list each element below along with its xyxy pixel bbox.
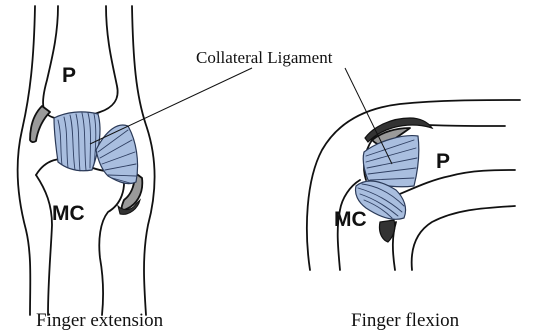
caption-finger-extension: Finger extension: [36, 310, 164, 331]
extension-mc-bone-left: [36, 175, 52, 315]
extension-ligament-lower: [96, 125, 138, 184]
flexion-mc-label: MC: [334, 208, 367, 231]
extension-finger-outline: [18, 6, 35, 315]
caption-finger-flexion: Finger flexion: [351, 310, 460, 331]
extension-figure: P MC: [18, 6, 155, 315]
collateral-ligament-label: Collateral Ligament: [196, 48, 333, 67]
extension-p-bone: [43, 6, 118, 119]
extension-mc-label: MC: [52, 202, 85, 225]
leader-line-left: [90, 68, 252, 144]
extension-cartilage-left: [30, 106, 50, 142]
extension-p-label: P: [62, 64, 76, 87]
flexion-finger-outline-lower: [412, 206, 515, 270]
flexion-figure: P MC: [307, 100, 520, 270]
flexion-p-label: P: [436, 150, 450, 173]
